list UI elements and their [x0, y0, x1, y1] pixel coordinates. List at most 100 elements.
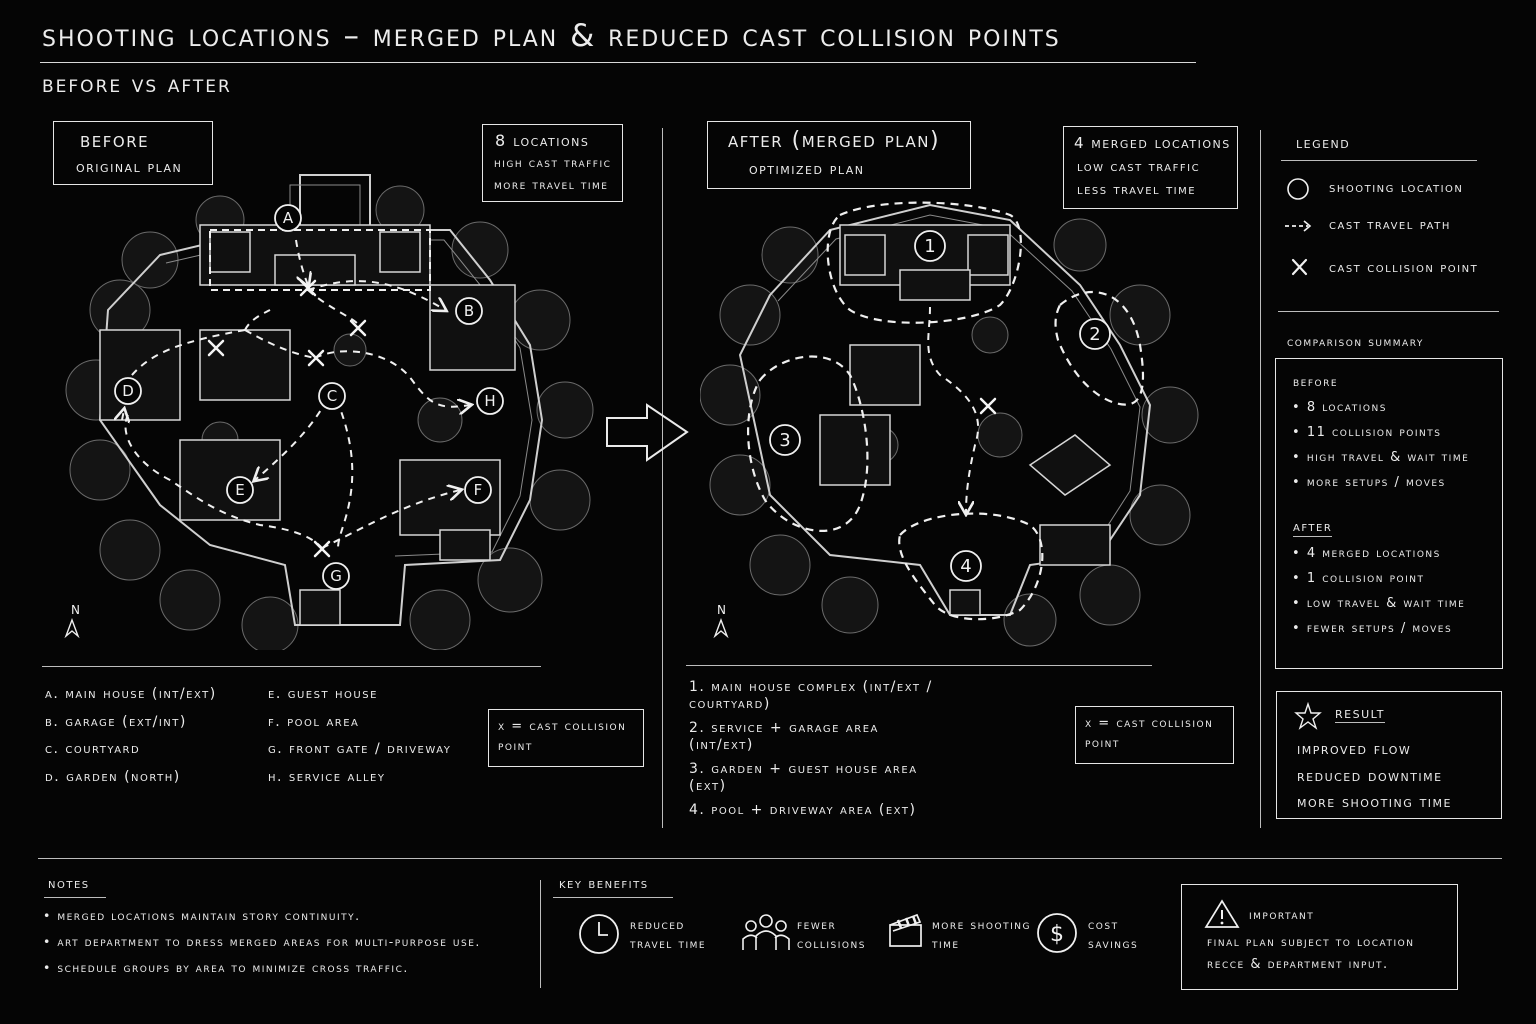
title-underline: [40, 62, 1196, 63]
before-location-a: A. Main House (INT/EXT): [45, 681, 265, 709]
circle-icon: [1288, 179, 1308, 199]
comparison-after-item: 1 Collision Point: [1292, 570, 1465, 587]
before-location-list-right: E. Guest House F. Pool Area G. Front Gat…: [268, 681, 478, 791]
after-location-1: 1. Main House Complex (INT/EXT / Courtya…: [689, 679, 939, 713]
notes-title: Notes: [48, 876, 90, 892]
star-icon: [1294, 702, 1322, 730]
marker-label-a: A: [283, 209, 294, 227]
footer-rule: [38, 858, 1502, 859]
before-collision-note: X = Cast Collision Point: [498, 717, 638, 757]
comparison-before-item: 8 Locations: [1292, 399, 1469, 416]
before-location-e: E. Guest House: [268, 681, 478, 709]
people-icon: [741, 912, 791, 952]
before-heading: Before: [80, 128, 149, 153]
before-legend-rule: [42, 666, 541, 667]
marker-label-2: 2: [1089, 324, 1100, 345]
before-location-d: D. Garden (North): [45, 764, 265, 792]
marker-label-c: C: [327, 387, 337, 405]
after-stat-traffic: Low cast traffic: [1077, 159, 1200, 175]
marker-label-d: D: [122, 382, 134, 400]
page-title: Shooting Locations – Merged Plan & Reduc…: [42, 18, 1061, 54]
comparison-after-item: Fewer Setups / Moves: [1292, 620, 1465, 637]
benefit-cost: Cost Savings: [1088, 916, 1168, 954]
north-arrow-icon: [66, 620, 78, 636]
result-item: Improved Flow: [1297, 736, 1452, 763]
before-stat-locations: 8 Locations: [495, 131, 589, 150]
comparison-after-label: After: [1293, 519, 1332, 537]
important-box: Important Final plan subject to location…: [1181, 884, 1458, 990]
comparison-before-item: More Setups / Moves: [1292, 474, 1469, 491]
comparison-box: Before 8 Locations 11 Collision Points H…: [1275, 358, 1503, 669]
after-north-label: N: [717, 603, 726, 617]
after-legend-rule: [686, 665, 1152, 666]
after-location-4: 4. Pool + Driveway Area (EXT): [689, 802, 939, 819]
legend-item-location: Shooting Location: [1329, 180, 1463, 196]
before-location-b: B. Garage (EXT/INT): [45, 709, 265, 737]
important-title: Important: [1249, 907, 1314, 922]
notes-item: Art department to dress merged areas for…: [43, 933, 481, 951]
legend-title: Legend: [1296, 133, 1350, 152]
before-location-f: F. Pool Area: [268, 709, 478, 737]
after-collision-mark: [981, 399, 995, 413]
divider-legend: [1260, 130, 1261, 828]
after-subheading: Optimized Plan: [749, 160, 864, 178]
before-location-g: G. Front Gate / Driveway: [268, 736, 478, 764]
warning-icon: [1204, 899, 1240, 929]
marker-label-e: E: [235, 481, 244, 499]
notes-list: Merged locations maintain story continui…: [43, 907, 481, 985]
benefits-title: Key Benefits: [559, 876, 649, 892]
result-list: Improved Flow Reduced Downtime More Shoo…: [1297, 736, 1452, 816]
result-item: More Shooting Time: [1297, 789, 1452, 816]
result-item: Reduced Downtime: [1297, 763, 1452, 790]
comparison-after-list: 4 Merged Locations 1 Collision Point Low…: [1292, 545, 1465, 645]
after-location-3: 3. Garden + Guest House Area (EXT): [689, 761, 939, 795]
before-location-c: C. Courtyard: [45, 736, 265, 764]
benefits-title-rule: [553, 897, 673, 898]
notes-item: Schedule groups by area to minimize cros…: [43, 959, 481, 977]
after-heading-box: After (Merged Plan) Optimized Plan: [707, 121, 971, 189]
marker-label-4: 4: [960, 556, 971, 577]
notes-item: Merged locations maintain story continui…: [43, 907, 481, 925]
marker-label-1: 1: [924, 236, 935, 257]
benefit-travel: Reduced Travel Time: [630, 916, 730, 954]
before-collision-note-box: X = Cast Collision Point: [488, 709, 644, 767]
comparison-before-item: 11 Collision Points: [1292, 424, 1469, 441]
after-collision-note-box: X = Cast Collision Point: [1075, 706, 1234, 764]
notes-title-rule: [44, 897, 106, 898]
marker-label-g: G: [330, 567, 342, 585]
north-arrow-icon: [715, 620, 727, 636]
important-text: Final plan subject to location recce & d…: [1207, 932, 1452, 976]
marker-label-h: H: [484, 392, 495, 410]
after-location-list: 1. Main House Complex (INT/EXT / Courtya…: [689, 679, 939, 819]
page-subtitle: Before vs After: [42, 70, 232, 98]
dollar-icon: $: [1036, 911, 1080, 955]
comparison-before-list: 8 Locations 11 Collision Points High Tra…: [1292, 399, 1469, 499]
clock-icon: [577, 912, 621, 956]
legend-icons: [1284, 176, 1314, 286]
after-stat-locations: 4 Merged Locations: [1074, 134, 1231, 152]
comparison-before-label: Before: [1293, 375, 1338, 390]
after-heading: After (Merged Plan): [728, 128, 940, 153]
before-north-label: N: [71, 603, 80, 617]
footer-divider: [540, 880, 541, 988]
comparison-after-item: Low Travel & Wait Time: [1292, 595, 1465, 612]
clapperboard-icon: [887, 911, 925, 949]
marker-label-f: F: [474, 481, 483, 499]
comparison-before-item: High Travel & Wait Time: [1292, 449, 1469, 466]
x-mark-icon: [1293, 260, 1306, 274]
before-stat-traffic: High cast traffic: [494, 156, 611, 171]
divider-before-after: [662, 128, 663, 828]
benefit-shooting-time: More Shooting Time: [932, 916, 1042, 954]
legend-item-collision: Cast Collision Point: [1329, 260, 1478, 276]
before-location-list-left: A. Main House (INT/EXT) B. Garage (EXT/I…: [45, 681, 265, 791]
transition-arrow-icon: [603, 402, 693, 464]
result-box: Result Improved Flow Reduced Downtime Mo…: [1276, 691, 1502, 819]
comparison-title: Comparison Summary: [1287, 335, 1424, 350]
comparison-after-item: 4 Merged Locations: [1292, 545, 1465, 562]
legend-bottom-rule: [1278, 311, 1499, 312]
legend-item-path: Cast Travel Path: [1329, 217, 1451, 233]
svg-text:$: $: [1050, 922, 1064, 947]
marker-label-3: 3: [779, 430, 790, 451]
result-title: Result: [1335, 704, 1385, 723]
benefit-collisions: Fewer Collisions: [797, 916, 887, 954]
